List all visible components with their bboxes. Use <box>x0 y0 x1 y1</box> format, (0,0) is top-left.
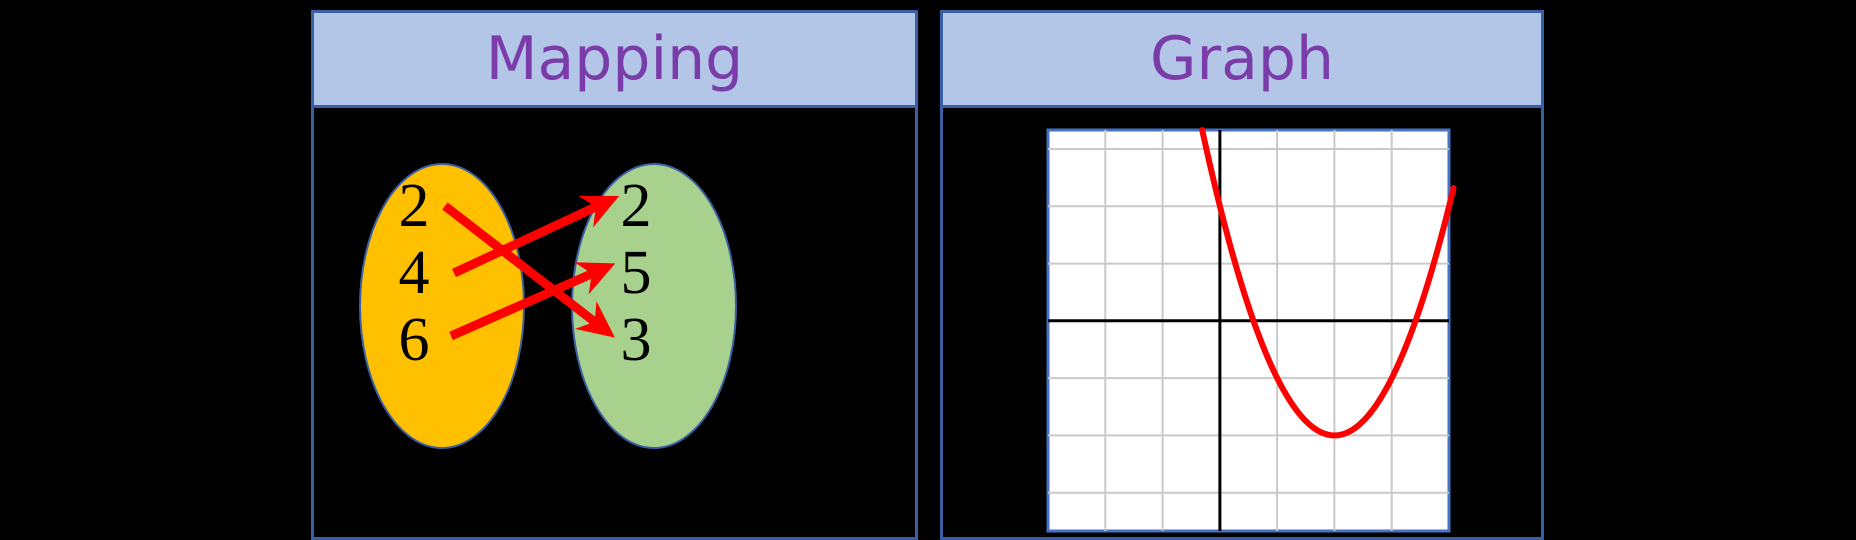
mapping-arrow-6-to-5 <box>449 262 616 341</box>
graph-panel-header: Graph <box>943 13 1541 108</box>
range-value-0: 2 <box>621 172 652 240</box>
plot-background <box>1046 128 1451 533</box>
mapping-panel-header: Mapping <box>314 13 915 108</box>
mapping-arrow-4-to-2 <box>452 195 620 278</box>
domain-value-0: 2 <box>399 172 430 240</box>
mapping-panel: Mapping 2 4 6 2 5 3 <box>311 10 918 540</box>
domain-value-2: 6 <box>399 306 430 374</box>
mapping-arrow-2-to-3 <box>442 202 615 338</box>
grid-lines <box>1048 130 1449 531</box>
parabola-curve <box>1199 127 1457 439</box>
graph-panel: Graph <box>940 10 1544 540</box>
graph-panel-body <box>943 108 1541 537</box>
mapping-panel-title: Mapping <box>485 24 744 94</box>
mapping-panel-body: 2 4 6 2 5 3 <box>314 108 915 537</box>
domain-value-1: 4 <box>399 239 430 307</box>
graph-plot <box>1046 127 1457 533</box>
range-value-1: 5 <box>621 239 652 307</box>
graph-panel-title: Graph <box>1149 24 1335 94</box>
mapping-diagram: 2 4 6 2 5 3 <box>359 163 737 449</box>
range-value-2: 3 <box>621 306 652 374</box>
domain-ellipse <box>359 163 525 449</box>
plot-area <box>1046 127 1457 533</box>
